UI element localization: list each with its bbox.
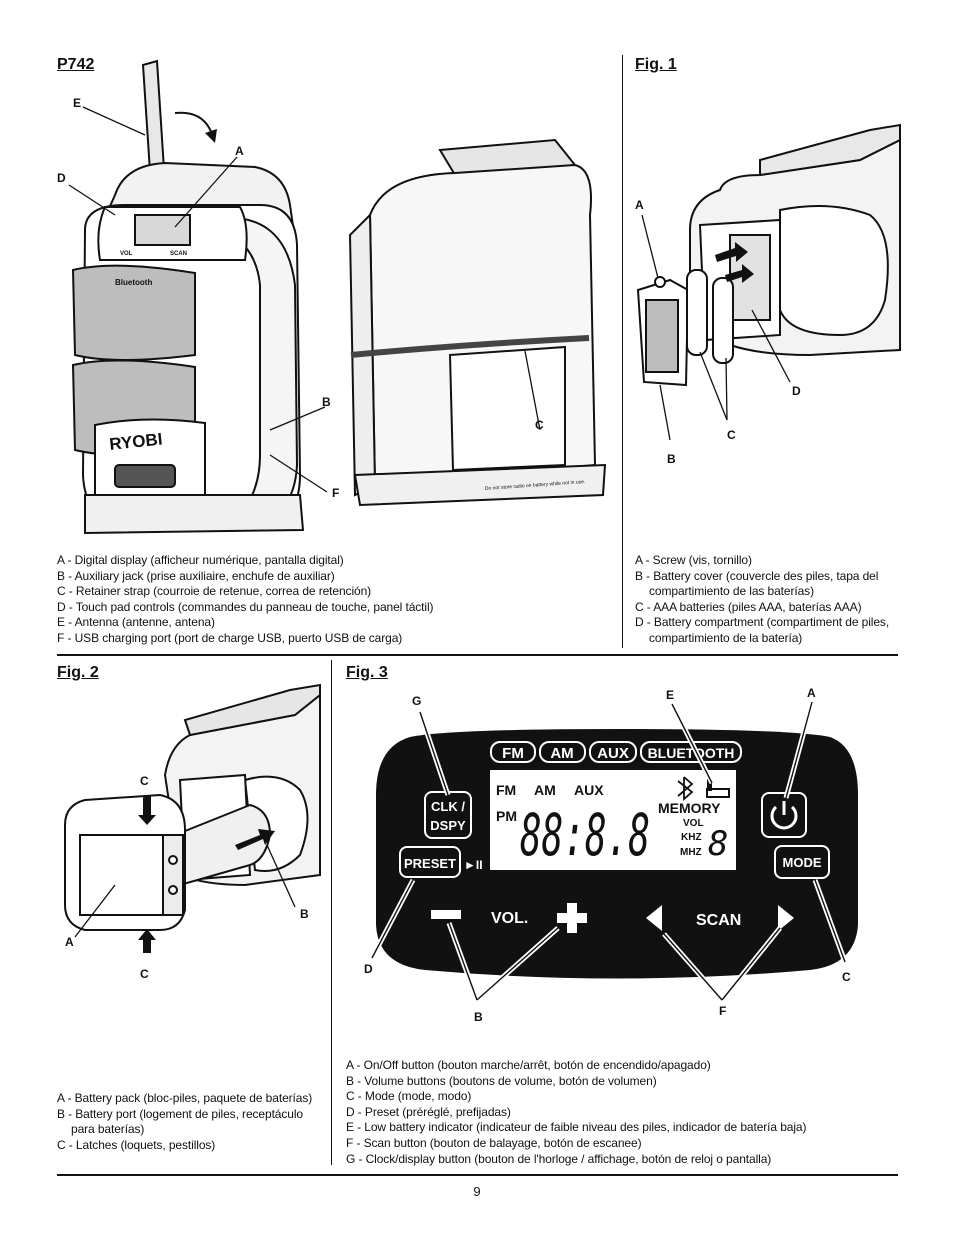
lcd-band-aux: AUX xyxy=(574,782,604,798)
lcd-band-am: AM xyxy=(534,782,556,798)
fig1-legend: A - Screw (vis, tornillo) B - Battery co… xyxy=(635,553,897,647)
fig1-legend-item: B - Battery cover (couvercle des piles, … xyxy=(635,568,879,599)
p742-illustration: RYOBI Bluetooth VOL SCAN Do not store ra… xyxy=(68,59,607,535)
fig3-legend: A - On/Off button (bouton marche/arrêt, … xyxy=(346,1058,896,1167)
fm-mode-button[interactable] xyxy=(490,741,536,763)
divider-top xyxy=(622,55,623,648)
lcd-khz: KHZ xyxy=(681,832,702,843)
volume-down-button[interactable] xyxy=(431,910,461,919)
fig3-callout-a: A xyxy=(807,686,816,700)
clk-label-line2: DSPY xyxy=(430,818,466,833)
fig3-legend-item: B - Volume buttons (boutons de volume, b… xyxy=(346,1073,657,1088)
p742-legend-item: B - Auxiliary jack (prise auxiliaire, en… xyxy=(57,568,335,583)
p742-callout-c: C xyxy=(535,418,544,432)
fig1-callout-d: D xyxy=(792,384,801,398)
aux-mode-label: AUX xyxy=(597,745,629,762)
fig1-legend-item: C - AAA batteries (piles AAA, baterías A… xyxy=(635,599,862,614)
lcd-memory: MEMORY xyxy=(658,800,721,816)
fig1-title: Fig. 1 xyxy=(635,56,677,73)
lcd-screen xyxy=(490,770,736,870)
fig2-callout-c-top: C xyxy=(140,774,149,788)
fig3-callout-f: F xyxy=(719,1004,727,1018)
fig2-callout-b: B xyxy=(300,907,309,921)
radio-bluetooth-text: Bluetooth xyxy=(115,278,152,287)
fig1-callout-c: C xyxy=(727,428,736,442)
fig2-legend-item: B - Battery port (logement de piles, rec… xyxy=(57,1106,303,1137)
fig2-callout-a: A xyxy=(65,935,74,949)
lcd-mhz: MHZ xyxy=(680,847,702,858)
fig3-callout-e: E xyxy=(666,688,675,702)
aux-mode-button[interactable] xyxy=(589,741,637,763)
fig3-callout-d: D xyxy=(364,962,373,976)
lcd-digits: 88:8.8 xyxy=(520,801,650,869)
fig1-legend-item: A - Screw (vis, tornillo) xyxy=(635,553,752,567)
preset-label: PRESET xyxy=(404,856,456,871)
lcd-small-digit: 8 xyxy=(708,824,728,864)
radio-vol-text: VOL xyxy=(120,251,133,257)
p742-legend: A - Digital display (afficheur numérique… xyxy=(57,553,617,647)
radio-front xyxy=(71,59,305,535)
p742-callout-a: A xyxy=(235,144,244,158)
scan-back-button[interactable] xyxy=(646,905,662,931)
radio-back xyxy=(348,138,607,507)
p742-title: P742 xyxy=(57,56,95,73)
page-number: 9 xyxy=(473,1184,481,1199)
fig1-legend-item: D - Battery compartment (compartiment de… xyxy=(635,615,890,645)
play-pause-label: ►II xyxy=(464,858,483,872)
lcd-vol: VOL xyxy=(683,818,704,829)
fig3-callout-c: C xyxy=(842,970,851,984)
fig2-title: Fig. 2 xyxy=(57,664,99,681)
rule-middle xyxy=(57,654,898,656)
fig2-illustration xyxy=(64,683,321,953)
vol-label: VOL. xyxy=(491,910,528,927)
volume-up-button[interactable] xyxy=(557,903,587,933)
lcd-band-fm: FM xyxy=(496,782,516,798)
fm-mode-label: FM xyxy=(502,745,524,762)
fig3-legend-item: A - On/Off button (bouton marche/arrêt, … xyxy=(346,1058,711,1072)
mode-button[interactable] xyxy=(774,845,830,879)
p742-legend-item: E - Antenna (antenne, antena) xyxy=(57,615,215,630)
fig2-legend-item: C - Latches (loquets, pestillos) xyxy=(57,1137,216,1152)
p742-callout-b: B xyxy=(322,395,331,409)
fig3-legend-item: F - Scan button (bouton de balayage, bot… xyxy=(346,1135,642,1150)
fig1-callout-a: A xyxy=(635,198,644,212)
p742-callout-e: E xyxy=(73,96,82,110)
bluetooth-mode-label: BLUETOOTH xyxy=(648,745,735,761)
p742-legend-item: D - Touch pad controls (commandes du pan… xyxy=(57,599,434,614)
radio-scan-text: SCAN xyxy=(170,251,187,257)
p742-callout-d: D xyxy=(57,171,66,185)
rule-bottom xyxy=(57,1174,898,1176)
fig1-callout-b: B xyxy=(667,452,676,466)
fig3-legend-item: G - Clock/display button (bouton de l'ho… xyxy=(346,1151,772,1166)
fig3-callout-g: G xyxy=(412,694,422,708)
fig2-callout-c-bottom: C xyxy=(140,967,149,981)
fig3-legend-item: E - Low battery indicator (indicateur de… xyxy=(346,1120,807,1135)
scan-forward-button[interactable] xyxy=(778,905,794,931)
fig2-legend-item: A - Battery pack (bloc-piles, paquete de… xyxy=(57,1091,313,1105)
am-mode-label: AM xyxy=(550,745,573,762)
divider-bottom xyxy=(331,660,332,1165)
fig3-control-panel: FM AM AUX BLUETOOTH FM AM AUX PM 88:8.8 … xyxy=(376,729,858,979)
power-icon xyxy=(770,801,798,830)
clk-label-line1: CLK / xyxy=(431,799,465,814)
lcd-pm: PM xyxy=(496,808,517,824)
p742-callout-f: F xyxy=(332,486,340,500)
lcd-low-battery-icon xyxy=(706,779,730,798)
am-mode-button[interactable] xyxy=(539,741,586,763)
fig3-legend-item: C - Mode (mode, modo) xyxy=(346,1089,472,1104)
p742-legend-item: A - Digital display (afficheur numérique… xyxy=(57,553,344,567)
fig1-illustration xyxy=(636,123,901,441)
fig3-legend-item: D - Preset (préréglé, prefijadas) xyxy=(346,1104,511,1119)
p742-legend-item: C - Retainer strap (courroie de retenue,… xyxy=(57,584,372,599)
p742-legend-item: F - USB charging port (port de charge US… xyxy=(57,630,403,645)
scan-label: SCAN xyxy=(696,912,741,929)
mode-label: MODE xyxy=(783,855,822,870)
fig3-title: Fig. 3 xyxy=(346,664,388,681)
fig3-callout-b: B xyxy=(474,1010,483,1024)
lcd-bluetooth-icon xyxy=(677,776,694,801)
fig2-legend: A - Battery pack (bloc-piles, paquete de… xyxy=(57,1091,322,1153)
preset-button[interactable] xyxy=(399,846,461,878)
